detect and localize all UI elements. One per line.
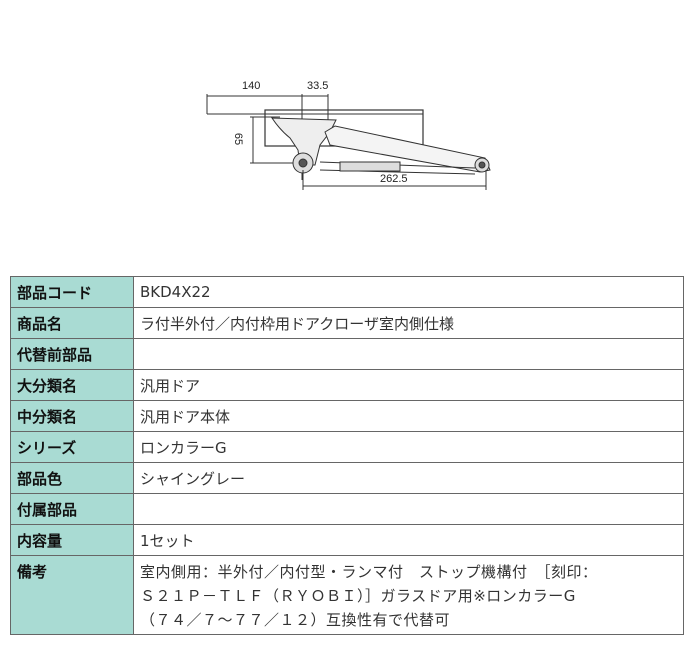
- row-label: 部品色: [10, 462, 134, 494]
- remarks-row: 備考 室内側用：半外付／内付型・ランマ付 ストップ機構付 ［刻印： Ｓ２１Ｐ－Ｔ…: [10, 555, 684, 635]
- row-value: [133, 338, 684, 370]
- table-row: 大分類名 汎用ドア: [10, 369, 684, 401]
- remarks-line-2: Ｓ２１Ｐ－ＴＬＦ（ＲＹＯＢＩ）］ガラスドア用※ロンカラーG: [140, 587, 576, 605]
- row-label: 内容量: [10, 524, 134, 556]
- remarks-value: 室内側用：半外付／内付型・ランマ付 ストップ機構付 ［刻印： Ｓ２１Ｐ－ＴＬＦ（…: [133, 555, 684, 635]
- row-label: 付属部品: [10, 493, 134, 525]
- row-value: 汎用ドア: [133, 369, 684, 401]
- table-row: 部品色 シャイングレー: [10, 462, 684, 494]
- dimension-262-5: 262.5: [380, 173, 408, 185]
- table-row: シリーズ ロンカラーG: [10, 431, 684, 463]
- table-row: 付属部品: [10, 493, 684, 525]
- table-row: 中分類名 汎用ドア本体: [10, 400, 684, 432]
- table-row: 商品名 ラ付半外付／内付枠用ドアクローザ室内側仕様: [10, 307, 684, 339]
- door-closer-diagram: 140 33.5 65 262.5: [190, 70, 510, 200]
- row-label: シリーズ: [10, 431, 134, 463]
- table-row: 内容量 1セット: [10, 524, 684, 556]
- row-label: 中分類名: [10, 400, 134, 432]
- dimension-140: 140: [242, 80, 261, 92]
- table-row: 代替前部品: [10, 338, 684, 370]
- row-value: BKD4X22: [133, 276, 684, 308]
- row-value: 汎用ドア本体: [133, 400, 684, 432]
- remarks-label: 備考: [10, 555, 134, 635]
- row-value: シャイングレー: [133, 462, 684, 494]
- row-value: 1セット: [133, 524, 684, 556]
- spec-table: 部品コード BKD4X22 商品名 ラ付半外付／内付枠用ドアクローザ室内側仕様 …: [10, 276, 684, 635]
- row-label: 部品コード: [10, 276, 134, 308]
- row-value: ラ付半外付／内付枠用ドアクローザ室内側仕様: [133, 307, 684, 339]
- remarks-line-3: （７４／７～７７／１２）互換性有で代替可: [140, 611, 451, 629]
- row-value: [133, 493, 684, 525]
- remarks-line-1: 室内側用：半外付／内付型・ランマ付 ストップ機構付 ［刻印：: [140, 563, 598, 581]
- table-row: 部品コード BKD4X22: [10, 276, 684, 308]
- row-label: 大分類名: [10, 369, 134, 401]
- row-value: ロンカラーG: [133, 431, 684, 463]
- door-closer-drawing-icon: [206, 94, 491, 190]
- row-label: 代替前部品: [10, 338, 134, 370]
- row-label: 商品名: [10, 307, 134, 339]
- dimension-33-5: 33.5: [307, 80, 329, 92]
- dimension-65: 65: [232, 132, 245, 146]
